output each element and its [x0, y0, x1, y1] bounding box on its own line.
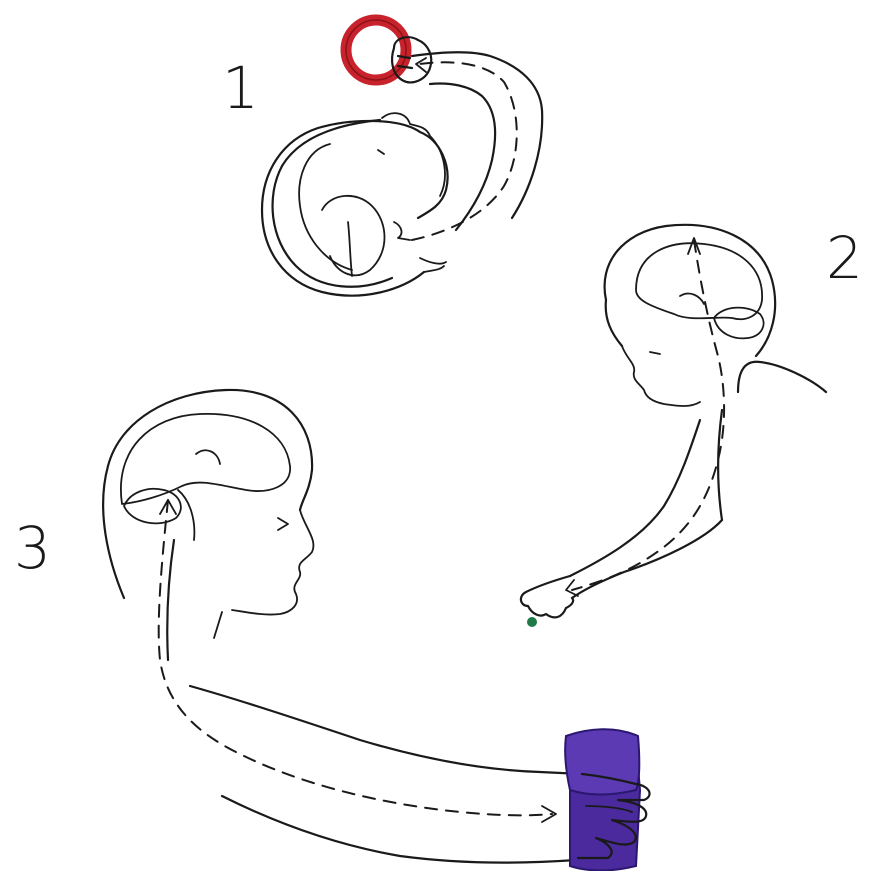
stage-2-child: 2 — [521, 224, 863, 627]
adult-arrow-hand — [542, 806, 556, 822]
adult-face — [214, 510, 313, 638]
infant-brain-divide — [348, 222, 352, 276]
infant-hand-lower — [394, 222, 446, 272]
infant-fist — [392, 37, 431, 82]
stage-2-number: 2 — [826, 224, 863, 292]
child-hand — [521, 576, 573, 617]
stage-3-adult: 3 — [14, 390, 650, 871]
infant-cerebellum — [322, 196, 385, 275]
cup-top — [565, 729, 639, 794]
adult-brainstem — [178, 490, 194, 540]
green-ball — [527, 617, 537, 627]
child-cerebellum — [714, 308, 764, 339]
infant-eye — [378, 150, 384, 154]
child-head-outline — [605, 225, 776, 356]
stage-3-number: 3 — [14, 514, 51, 582]
child-face — [622, 346, 700, 406]
adult-arm-lower — [222, 796, 576, 863]
infant-brain — [299, 144, 352, 270]
adult-brain-fold — [196, 450, 220, 464]
infant-head-outline — [262, 121, 448, 296]
child-eye — [650, 352, 660, 354]
infant-arm — [412, 52, 542, 230]
ring-outline — [346, 20, 406, 80]
adult-eye — [278, 518, 288, 530]
infant-face — [382, 113, 445, 196]
adult-brain — [121, 414, 290, 504]
child-neck-shoulder — [718, 362, 826, 520]
stage-1-number: 1 — [222, 54, 259, 122]
adult-neck — [167, 540, 174, 660]
adult-arm-upper — [190, 686, 582, 774]
child-brain-fold — [680, 294, 704, 304]
infant-arrow — [416, 58, 426, 72]
red-ring — [346, 20, 406, 80]
stage-1-infant: 1 — [222, 20, 542, 296]
